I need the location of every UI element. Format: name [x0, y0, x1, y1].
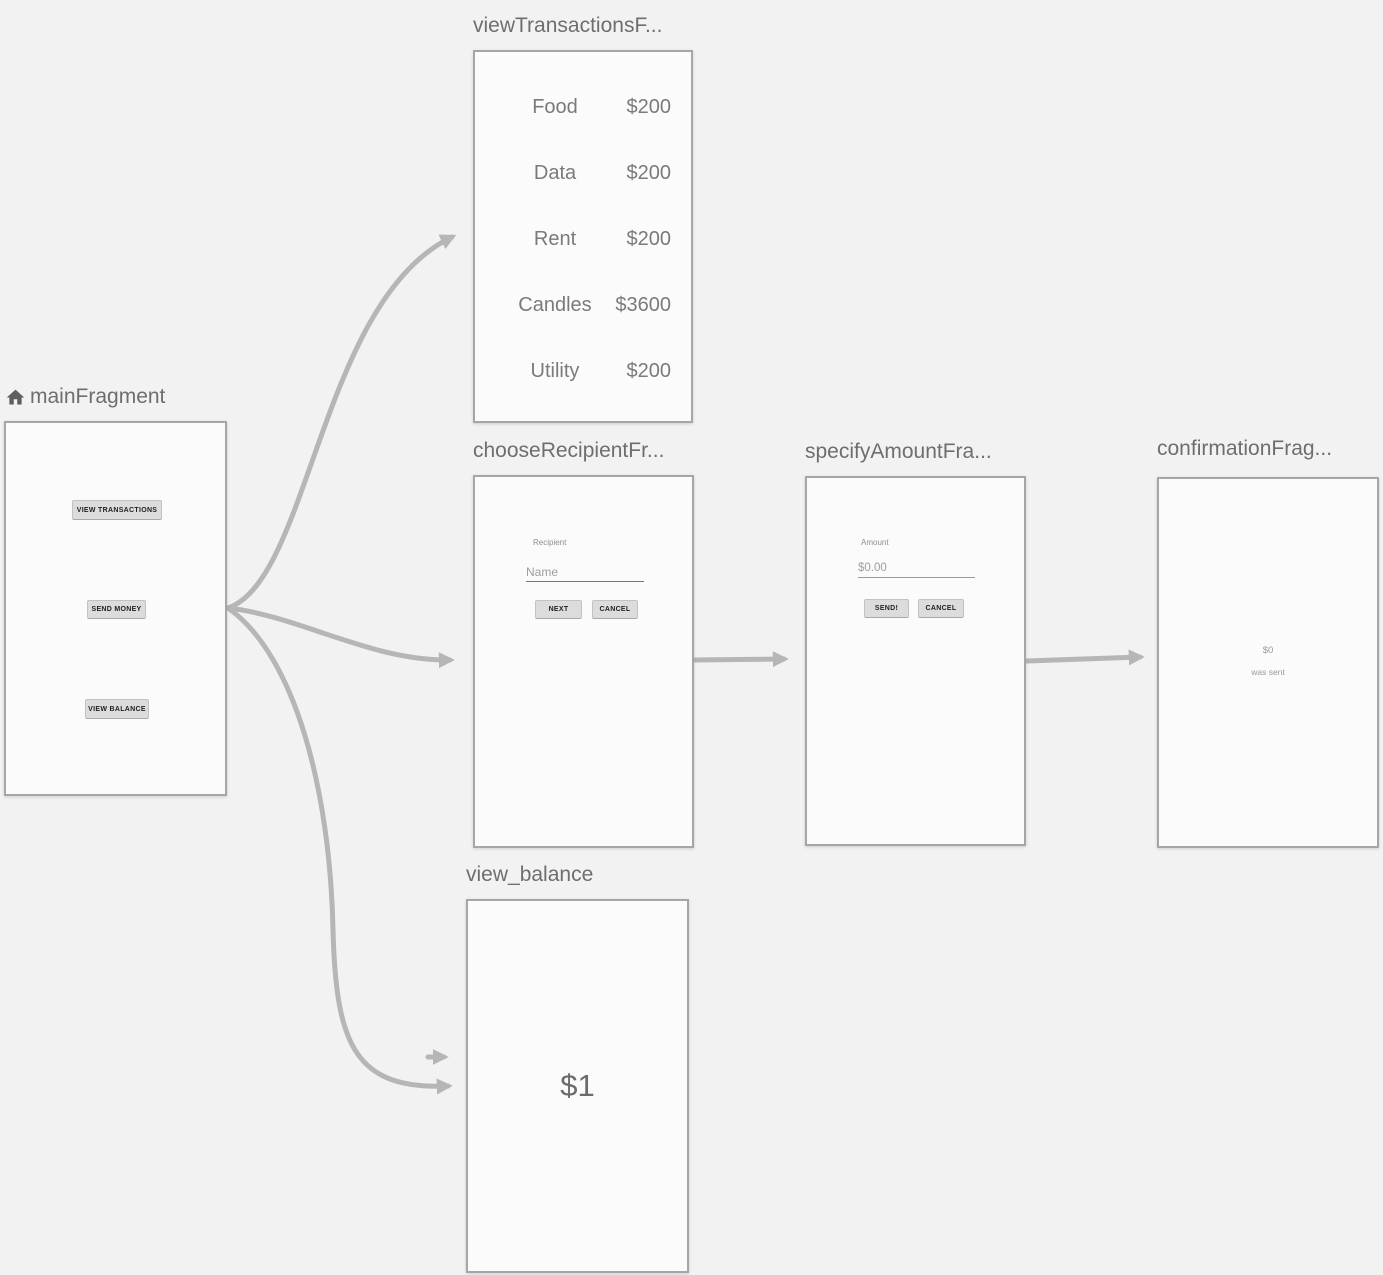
- action-choose-recipient-to-specify-amount[interactable]: [692, 651, 789, 668]
- fragment-card-confirmation[interactable]: $0 was sent: [1157, 477, 1379, 848]
- balance-amount-text: $1: [560, 1068, 595, 1103]
- transaction-row: Rent $200: [509, 228, 671, 250]
- fragment-card-main[interactable]: VIEW TRANSACTIONS SEND MONEY VIEW BALANC…: [4, 421, 227, 796]
- fragment-card-view-balance[interactable]: $1: [466, 899, 689, 1273]
- fragment-title-view-transactions[interactable]: viewTransactionsF...: [473, 14, 662, 38]
- action-main-to-view-balance[interactable]: [225, 605, 453, 1095]
- transaction-row: Candles $3600: [509, 294, 671, 316]
- action-main-to-view-transactions[interactable]: [225, 234, 457, 611]
- fragment-title-label: view_balance: [466, 863, 594, 886]
- transaction-row: Data $200: [509, 162, 671, 184]
- transaction-label: Data: [533, 162, 577, 184]
- transaction-amount: $200: [626, 360, 672, 382]
- transaction-amount: $200: [626, 96, 672, 118]
- transaction-amount: $200: [626, 162, 672, 184]
- fragment-title-specify-amount[interactable]: specifyAmountFra...: [805, 440, 992, 464]
- transaction-row: Utility $200: [509, 360, 671, 382]
- transaction-amount: $3600: [615, 294, 671, 316]
- amount-field-label: Amount: [861, 538, 889, 547]
- recipient-field-label: Recipient: [533, 538, 567, 547]
- confirmation-amount-text: $0: [1262, 645, 1274, 656]
- transaction-label: Candles: [518, 294, 592, 316]
- recipient-input-hint: Name: [526, 565, 559, 579]
- preview-next-button: NEXT: [535, 600, 582, 619]
- transaction-row: Food $200: [509, 96, 671, 118]
- fragment-title-label: chooseRecipientFr...: [473, 439, 665, 462]
- preview-view-transactions-button: VIEW TRANSACTIONS: [72, 500, 162, 520]
- recipient-input-underline: [526, 581, 644, 582]
- fragment-card-view-transactions[interactable]: Food $200 Data $200 Rent $200 Candles $3…: [473, 50, 693, 423]
- fragment-title-view-balance[interactable]: view_balance: [466, 863, 593, 887]
- action-main-to-choose-recipient[interactable]: [225, 605, 455, 669]
- amount-input-hint: $0.00: [858, 562, 887, 574]
- transaction-label: Utility: [530, 360, 580, 382]
- fragment-title-main[interactable]: mainFragment: [5, 385, 165, 409]
- preview-cancel-button: CANCEL: [592, 600, 638, 619]
- fragment-card-choose-recipient[interactable]: Recipient Name NEXT CANCEL: [473, 475, 694, 848]
- confirmation-message-text: was sent: [1251, 667, 1285, 677]
- fragment-title-confirmation[interactable]: confirmationFrag...: [1157, 437, 1332, 461]
- preview-send-money-button: SEND MONEY: [87, 600, 146, 619]
- fragment-title-label: viewTransactionsF...: [473, 14, 663, 37]
- preview-send-button: SEND!: [864, 599, 909, 618]
- fragment-title-label: mainFragment: [30, 385, 166, 408]
- amount-input-underline: [858, 577, 975, 578]
- fragment-title-label: specifyAmountFra...: [805, 440, 992, 463]
- home-icon: [6, 389, 25, 404]
- fragment-title-choose-recipient[interactable]: chooseRecipientFr...: [473, 439, 664, 463]
- action-specify-amount-to-confirmation[interactable]: [1024, 649, 1145, 666]
- transaction-amount: $200: [626, 228, 672, 250]
- preview-cancel-button: CANCEL: [918, 599, 964, 618]
- transaction-label: Rent: [533, 228, 577, 250]
- preview-view-balance-button: VIEW BALANCE: [85, 699, 149, 719]
- fragment-card-specify-amount[interactable]: Amount $0.00 SEND! CANCEL: [805, 476, 1026, 846]
- transaction-label: Food: [532, 96, 578, 118]
- fragment-title-label: confirmationFrag...: [1157, 437, 1333, 460]
